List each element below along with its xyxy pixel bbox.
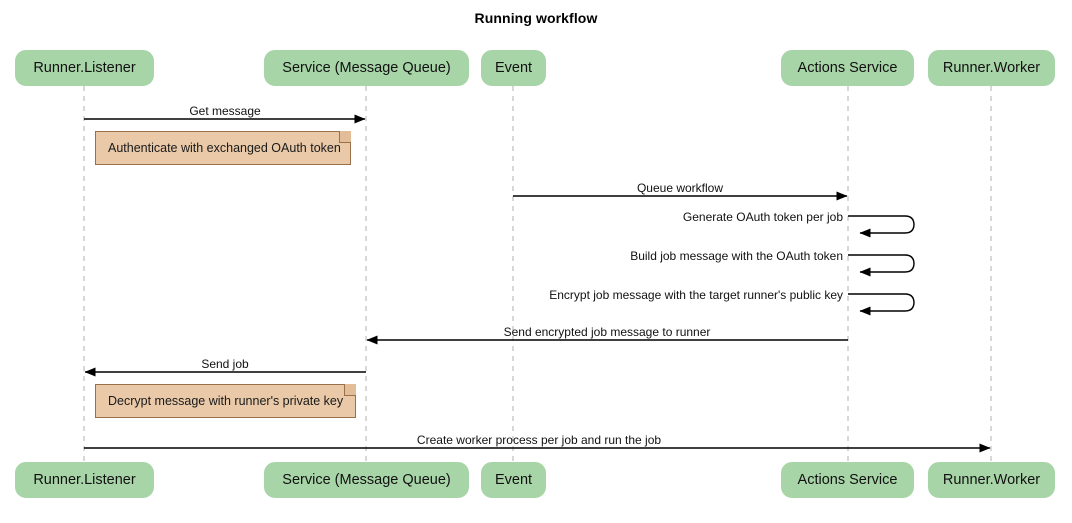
participant-label: Actions Service <box>797 60 898 76</box>
participant-label: Event <box>494 472 533 488</box>
self-message-m4 <box>848 254 915 277</box>
message-label-m4: Build job message with the OAuth token <box>630 249 843 263</box>
note-text: Authenticate with exchanged OAuth token <box>108 141 341 155</box>
participant-runner_listener-footer[interactable]: Runner.Listener <box>15 462 154 498</box>
message-label-m3: Generate OAuth token per job <box>682 210 843 224</box>
participant-event-header[interactable]: Event <box>481 50 546 86</box>
message-label-m1: Get message <box>189 104 261 118</box>
message-label-m8: Create worker process per job and run th… <box>416 433 662 447</box>
message-label-m2: Queue workflow <box>636 181 724 195</box>
lifelines-group <box>83 86 992 462</box>
message-label-m6: Send encrypted job message to runner <box>503 325 711 339</box>
participant-runner_worker-footer[interactable]: Runner.Worker <box>928 462 1055 498</box>
page-title: Running workflow <box>474 10 598 26</box>
participant-actions_service-footer[interactable]: Actions Service <box>781 462 914 498</box>
self-message-m5 <box>848 293 915 316</box>
participant-event-footer[interactable]: Event <box>481 462 546 498</box>
participant-label: Runner.Listener <box>33 472 136 488</box>
message-label-m7: Send job <box>201 357 249 371</box>
participant-service_mq-footer[interactable]: Service (Message Queue) <box>264 462 469 498</box>
note-fold-corner-icon <box>344 384 356 396</box>
note-text: Decrypt message with runner's private ke… <box>108 394 344 408</box>
participant-service_mq-header[interactable]: Service (Message Queue) <box>264 50 469 86</box>
participant-label: Runner.Worker <box>942 60 1041 76</box>
note-fold-corner-icon <box>339 131 351 143</box>
participant-label: Event <box>494 60 533 76</box>
participant-actions_service-header[interactable]: Actions Service <box>781 50 914 86</box>
message-arrows-group <box>84 114 991 453</box>
participant-runner_worker-header[interactable]: Runner.Worker <box>928 50 1055 86</box>
participant-label: Runner.Worker <box>942 472 1041 488</box>
note-n2: Decrypt message with runner's private ke… <box>95 384 356 418</box>
participant-label: Actions Service <box>797 472 898 488</box>
participant-label: Runner.Listener <box>33 60 136 76</box>
self-message-m3 <box>848 215 915 238</box>
message-label-m5: Encrypt job message with the target runn… <box>549 288 843 302</box>
participant-label: Service (Message Queue) <box>282 60 451 76</box>
note-n1: Authenticate with exchanged OAuth token <box>95 131 351 165</box>
participant-label: Service (Message Queue) <box>282 472 451 488</box>
participant-runner_listener-header[interactable]: Runner.Listener <box>15 50 154 86</box>
